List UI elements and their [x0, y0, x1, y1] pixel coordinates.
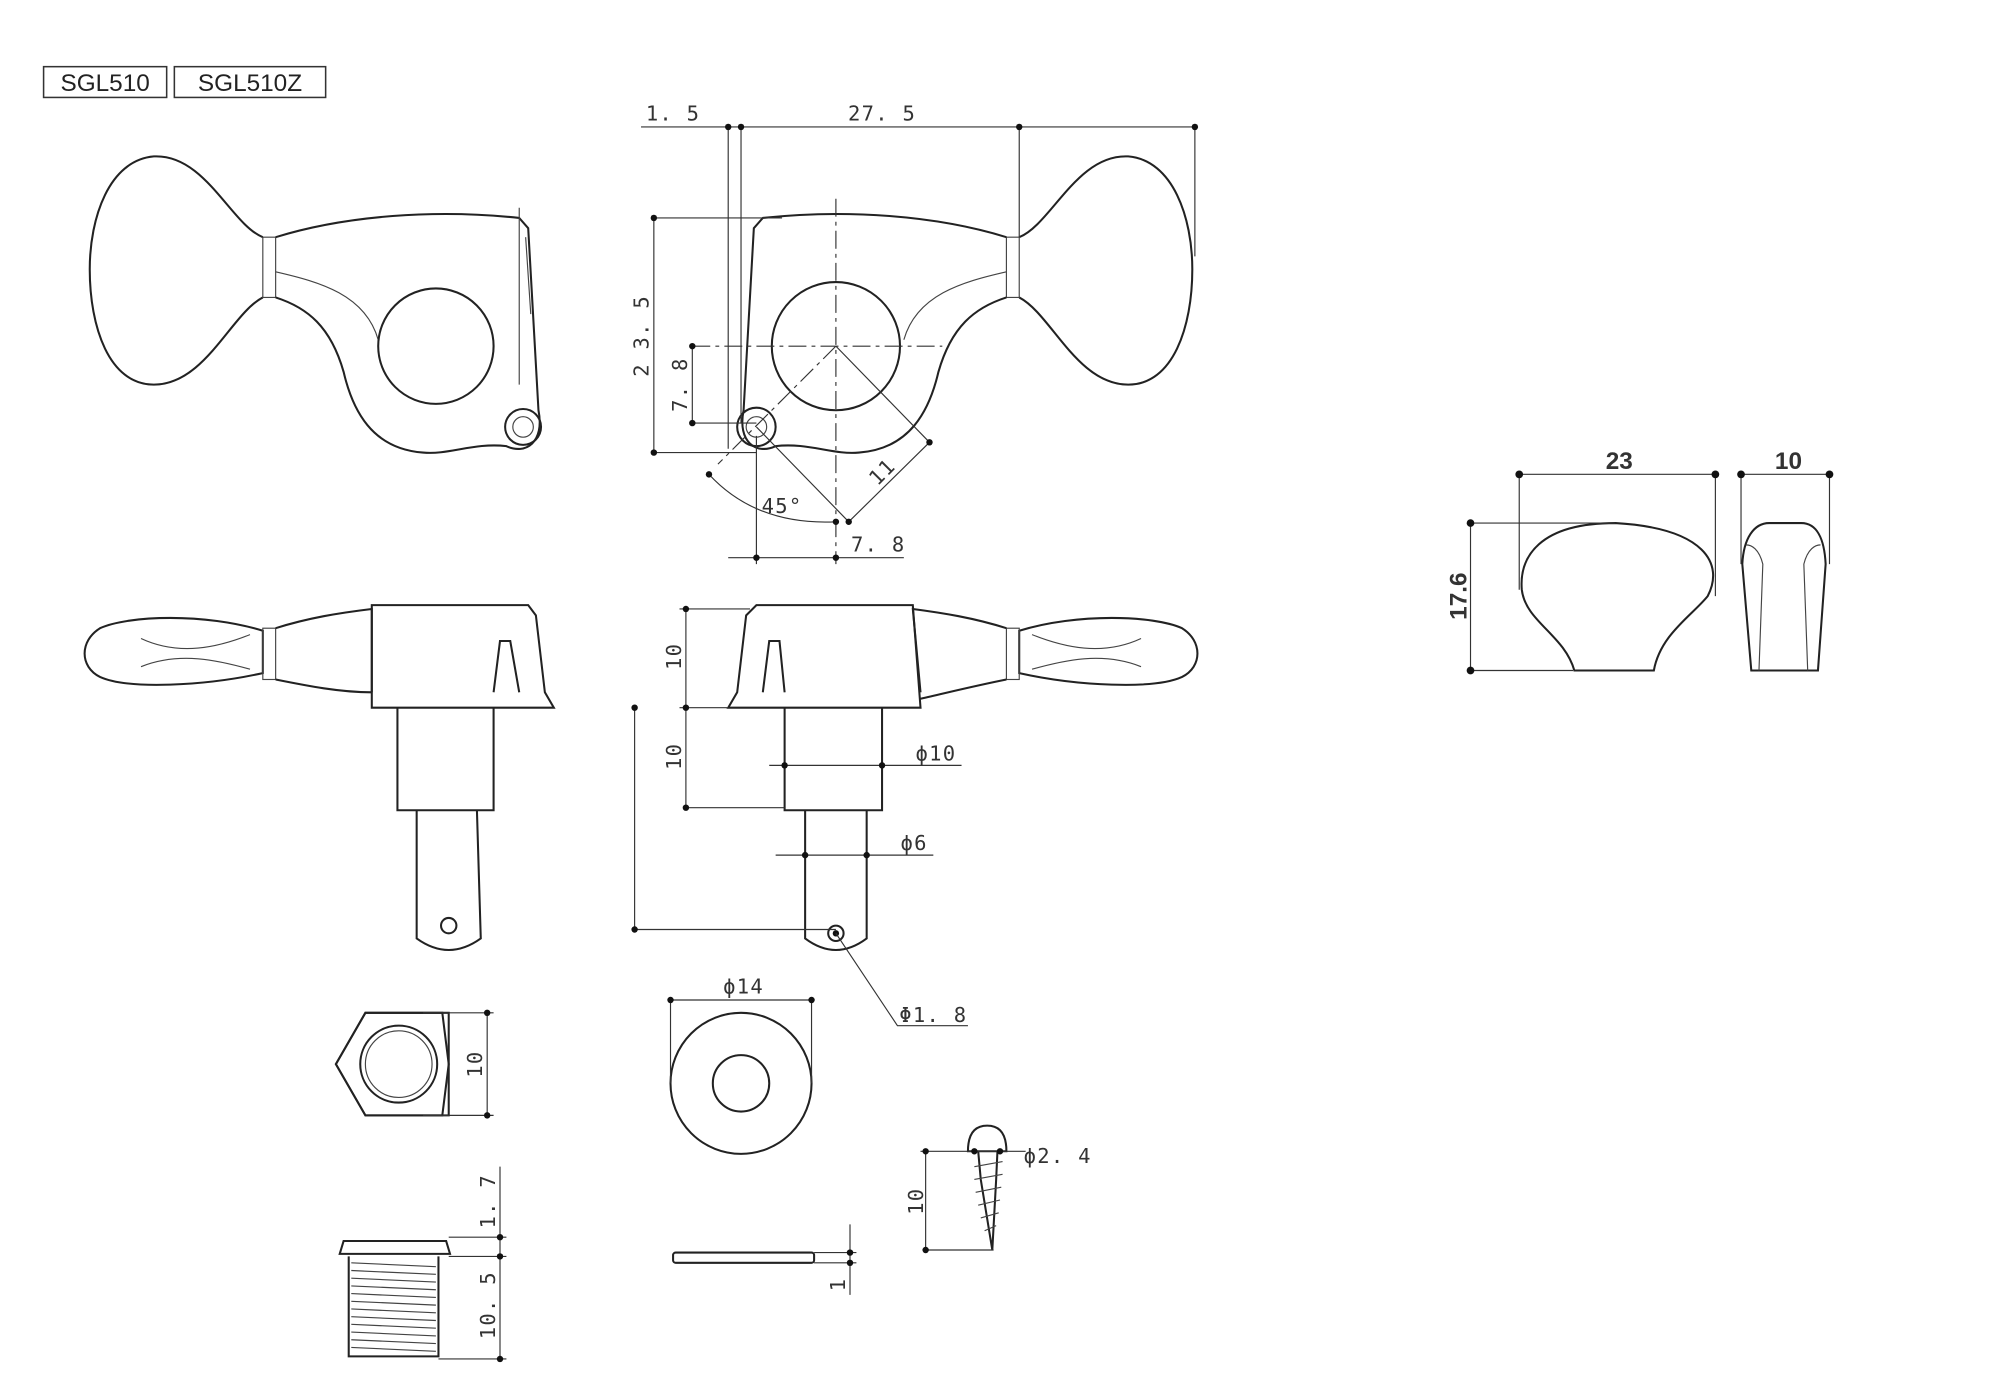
- side-view-right: 10 10 ϕ10 ϕ6 Φ1. 8: [631, 604, 1199, 1027]
- dim-washer-dia: ϕ14: [723, 975, 764, 999]
- dim-bushing-length: 10. 5: [476, 1271, 500, 1339]
- dim-length: 27. 5: [848, 102, 916, 126]
- dim-offset: 1. 5: [646, 102, 700, 126]
- dim-diagonal: 11: [864, 454, 900, 490]
- model-label: SGL510: [60, 70, 149, 97]
- dim-knob-height: 17.6: [1446, 572, 1473, 619]
- model-label: SGL510Z: [198, 70, 302, 97]
- dim-height: 2 3. 5: [630, 295, 654, 377]
- hex-nut: 10: [334, 1009, 494, 1119]
- flat-washer: 1: [672, 1224, 857, 1295]
- dim-angle: 45°: [762, 494, 803, 518]
- dim-screw-dia: ϕ2. 4: [1024, 1144, 1092, 1168]
- dim-bushing-flange: 1. 7: [476, 1174, 500, 1229]
- front-view-right: 1. 5 27. 5 2 3. 5 7. 8 11 45° 7. 8: [630, 102, 1199, 565]
- dim-screw-length: 10: [904, 1188, 928, 1215]
- dim-hole-dia: Φ1. 8: [899, 1003, 967, 1027]
- knob-detail: 23 17.6 10: [1446, 448, 1834, 675]
- dim-post-offset-v: 7. 8: [668, 357, 692, 412]
- washer: ϕ14: [667, 975, 815, 1155]
- dim-knob-width: 23: [1606, 448, 1633, 475]
- dim-post-offset-h: 7. 8: [851, 532, 906, 556]
- dim-shaft-dia: ϕ6: [900, 831, 927, 855]
- dim-post-dia: ϕ10: [915, 741, 956, 765]
- screw: ϕ2. 4 10: [904, 1124, 1092, 1254]
- dim-washer-thickness: 1: [826, 1278, 850, 1292]
- bushing: 1. 7 10. 5: [338, 1166, 507, 1363]
- model-labels: SGL510 SGL510Z: [42, 65, 327, 99]
- front-view-left: [88, 155, 543, 454]
- dim-knob-depth: 10: [1775, 448, 1802, 475]
- dim-nut-size: 10: [463, 1050, 487, 1077]
- dim-post-height: 10: [662, 743, 686, 770]
- side-view-left: [83, 604, 556, 951]
- dim-housing-height: 10: [662, 643, 686, 670]
